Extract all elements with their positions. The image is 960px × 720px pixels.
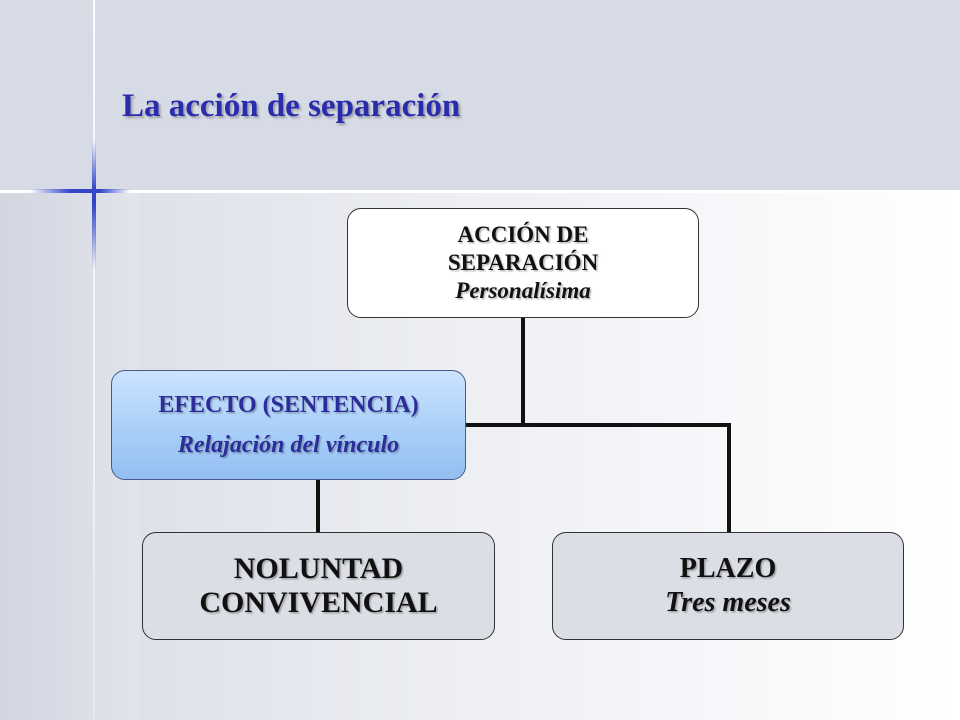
efecto-line-1: EFECTO (SENTENCIA)	[158, 392, 419, 418]
cross-accent-vertical	[92, 140, 96, 270]
plazo-line-2: Tres meses	[665, 587, 791, 618]
accion-de-separacion-box: ACCIÓN DE SEPARACIÓN Personalísima	[347, 208, 699, 318]
efecto-sentencia-box: EFECTO (SENTENCIA) Relajación del víncul…	[111, 370, 466, 480]
plazo-line-1: PLAZO	[679, 553, 777, 584]
accion-line-2: SEPARACIÓN	[447, 250, 599, 275]
noluntad-line-2: CONVIVENCIAL	[199, 586, 438, 619]
efecto-line-2: Relajación del vínculo	[177, 432, 400, 458]
left-vertical-line	[93, 0, 95, 720]
noluntad-line-1: NOLUNTAD	[233, 552, 404, 585]
header-band	[0, 0, 960, 192]
cross-accent-horizontal	[30, 189, 130, 193]
accion-line-3: Personalísima	[455, 278, 591, 303]
slide-title: La acción de separación	[122, 88, 461, 124]
header-divider-line	[0, 190, 960, 193]
noluntad-convivencial-box: NOLUNTAD CONVIVENCIAL	[142, 532, 495, 640]
accion-line-1: ACCIÓN DE	[457, 222, 589, 247]
plazo-box: PLAZO Tres meses	[552, 532, 904, 640]
